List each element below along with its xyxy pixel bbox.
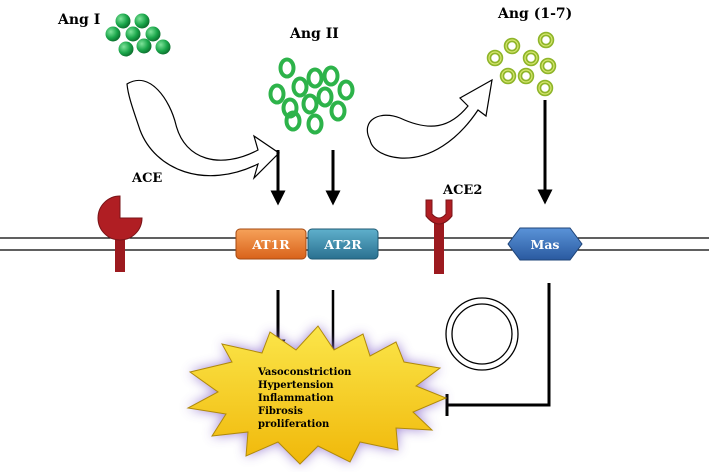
mas-label: Mas [531,237,560,252]
activation-arrows [270,100,553,355]
ace2-conversion-arrow [366,78,493,159]
at1r-receptor [235,228,307,260]
effect-inflammation: Inflammation [258,393,334,404]
double-ring [445,297,519,371]
ang1-molecules [105,13,171,57]
ace2-label: ACE2 [442,183,482,198]
at2r-label: AT2R [323,237,362,252]
ace2-enzyme [425,199,453,274]
effects-list: Vasoconstriction Hypertension Inflammati… [257,367,352,430]
ang2-label: Ang II [289,26,339,42]
ace-enzyme [97,195,143,272]
ang2-molecules [268,57,355,135]
effect-proliferation: proliferation [258,419,330,430]
at1r-label: AT1R [251,237,290,252]
mas-receptor [507,227,583,261]
ang17-label: Ang (1-7) [497,6,572,22]
ace-label: ACE [131,171,162,186]
effect-hypertension: Hypertension [258,380,334,391]
mas-inhibition [445,283,551,416]
effect-vasoconstriction: Vasoconstriction [257,367,352,378]
effect-fibrosis: Fibrosis [258,406,303,417]
at2r-receptor [307,228,379,260]
ang1-label: Ang I [57,12,100,28]
effects-starburst [186,325,448,465]
ang17-molecules [486,31,557,97]
ace-conversion-arrow [126,79,280,181]
